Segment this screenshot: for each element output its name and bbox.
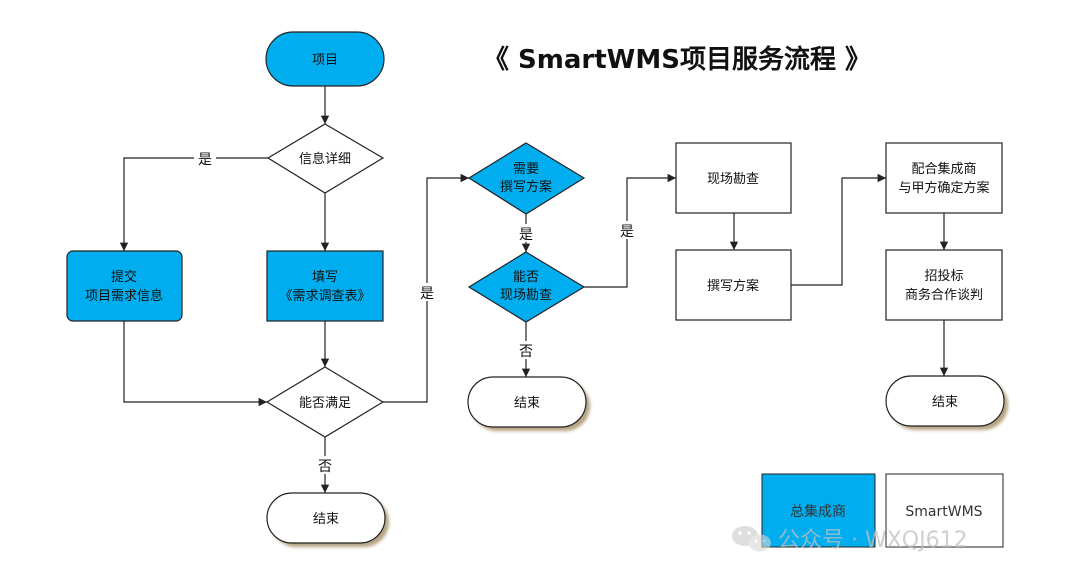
edge-write-to-cooperate [791,173,886,286]
process-fill-line1: 填写 [312,270,338,285]
decision-can-survey-line1: 能否 [513,270,539,285]
process-bidding-line1: 招投标 [924,268,963,284]
decision-can-satisfy[interactable]: 能否满足 [265,366,385,438]
process-cooperate-line1: 配合集成商 [911,161,976,177]
process-write-plan-label: 撰写方案 [707,278,759,294]
edge-info-to-submit [119,157,268,251]
edge-label-yes: 是 [198,152,212,168]
terminal-end-3[interactable]: 结束 [885,375,1008,430]
terminal-end-3-label: 结束 [932,395,958,410]
process-submit-line1: 提交 [111,269,137,285]
process-fill-line2: 《需求调查表》 [279,289,370,304]
watermark-text: 公众号 · WXQJ612 [778,528,968,553]
decision-info-detail-label: 信息详细 [299,151,351,167]
node-start[interactable]: 项目 [265,31,385,87]
process-submit-line2: 项目需求信息 [85,288,163,304]
legend-label-integrator: 总集成商 [790,503,846,520]
terminal-end-1[interactable]: 结束 [266,492,389,547]
process-bidding[interactable]: 招投标 商务合作谈判 [885,249,1003,321]
edge-label-no: 否 [318,459,332,475]
wechat-icon [732,526,771,552]
edge-submit-to-satisfy [123,321,267,407]
edges [119,86,949,493]
terminal-end-2[interactable]: 结束 [467,376,590,431]
edge-label-yes: 是 [620,224,634,240]
legend: 总集成商 SmartWMS [761,473,1004,548]
process-site-survey-label: 现场勘查 [707,172,759,187]
process-bidding-line2: 商务合作谈判 [905,287,983,303]
process-submit[interactable]: 提交 项目需求信息 [66,250,183,322]
node-start-label: 项目 [312,53,338,68]
terminal-end-2-label: 结束 [514,396,540,411]
decision-need-plan-line1: 需要 [513,162,539,177]
decision-need-plan-line2: 撰写方案 [500,179,552,195]
edge-label-no: 否 [519,344,533,360]
process-write-plan[interactable]: 撰写方案 [675,249,792,321]
process-site-survey[interactable]: 现场勘查 [675,142,792,214]
terminal-end-1-label: 结束 [313,512,339,527]
edge-label-yes: 是 [519,227,533,243]
process-cooperate[interactable]: 配合集成商 与甲方确定方案 [885,142,1003,214]
process-cooperate-line2: 与甲方确定方案 [898,180,989,196]
decision-can-satisfy-label: 能否满足 [299,396,351,411]
decision-need-plan[interactable]: 需要 撰写方案 [467,142,586,215]
legend-label-smartwms: SmartWMS [905,504,982,520]
legend-swatch-smartwms [885,473,1004,548]
legend-swatch-integrator [761,473,876,548]
decision-can-survey-line2: 现场勘查 [500,288,552,303]
decision-can-survey[interactable]: 能否 现场勘查 [467,251,586,323]
edge-label-yes: 是 [420,286,434,302]
watermark: 公众号 · WXQJ612 [732,526,968,553]
diagram-title: 《 SmartWMS项目服务流程 》 [483,45,871,75]
process-fill[interactable]: 填写 《需求调查表》 [266,250,384,322]
decision-info-detail[interactable]: 信息详细 [266,123,385,194]
